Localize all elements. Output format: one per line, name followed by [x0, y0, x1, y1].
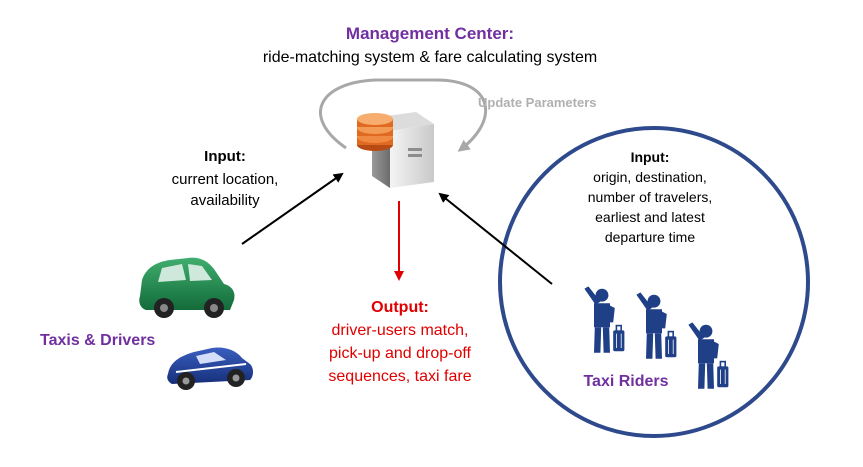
- traveler-with-luggage-icon: [687, 321, 730, 390]
- driver-input-heading: Input:: [204, 148, 246, 165]
- rider-input-line: earliest and latest: [595, 209, 705, 225]
- rider-input-line: number of travelers,: [587, 189, 713, 205]
- traveler-with-luggage-icon: [635, 291, 678, 360]
- output-line: driver-users match,: [331, 322, 469, 339]
- driver-input-line: current location,: [171, 171, 279, 188]
- traveler-with-luggage-icon: [583, 285, 626, 354]
- database-server-icon: [357, 112, 434, 188]
- taxi-riders-label: Taxi Riders: [583, 373, 669, 390]
- management-center-subtitle: ride-matching system & fare calculating …: [262, 49, 598, 66]
- riders-to-center-arrow: [438, 192, 553, 285]
- drivers-to-center-arrow: [241, 172, 344, 245]
- update-parameters-label: Update Parameters: [478, 95, 597, 110]
- output-line: sequences, taxi fare: [328, 368, 472, 385]
- output-heading: Output:: [371, 299, 429, 316]
- green-car-icon: [139, 257, 235, 318]
- riders-circle: [498, 126, 810, 438]
- management-center-title: Management Center:: [345, 24, 515, 43]
- driver-input-line: availability: [190, 192, 260, 209]
- blue-car-icon: [167, 347, 253, 390]
- rider-input-line: departure time: [604, 229, 696, 245]
- taxis-drivers-label: Taxis & Drivers: [40, 332, 156, 349]
- output-line: pick-up and drop-off: [328, 345, 471, 362]
- update-loop-arrow: [319, 78, 487, 152]
- rider-input-heading: Input:: [630, 149, 670, 165]
- rider-input-line: origin, destination,: [593, 169, 707, 185]
